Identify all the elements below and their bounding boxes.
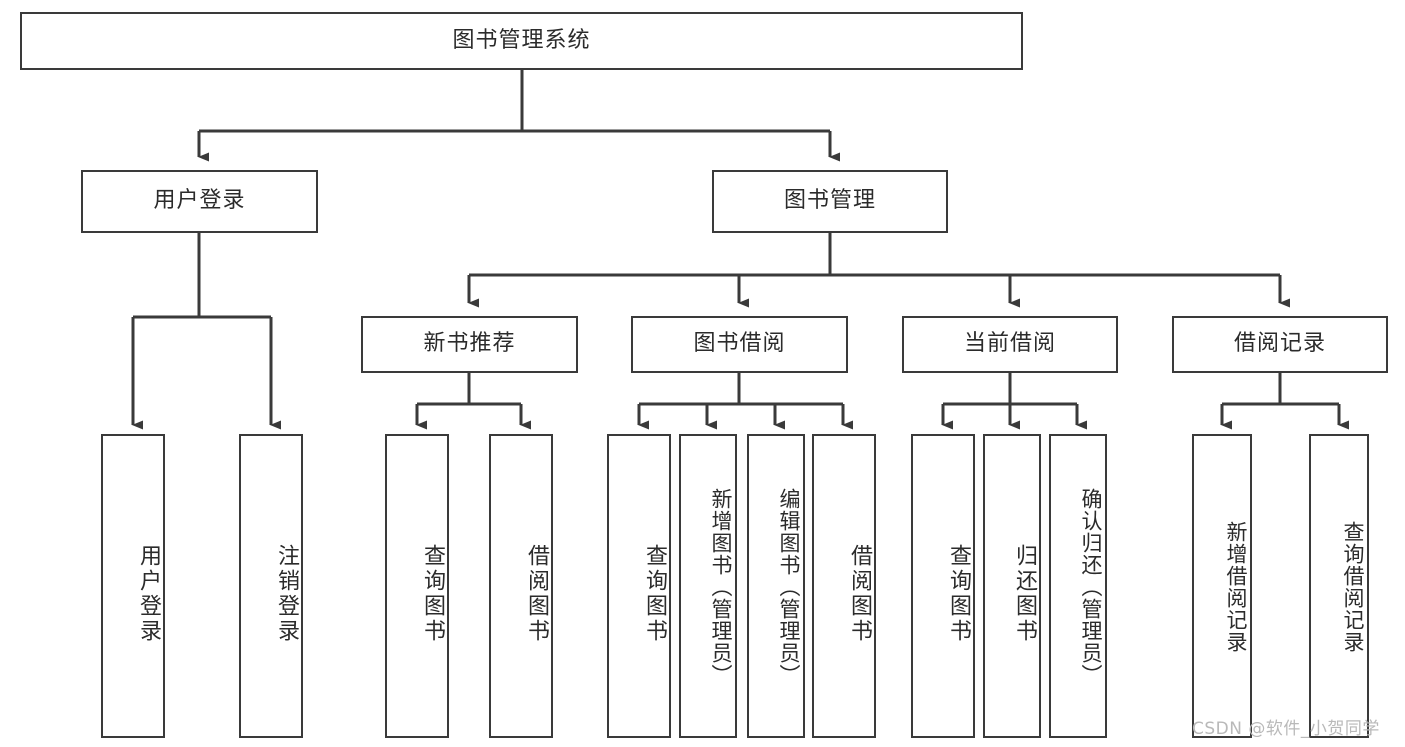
node-leaf-borrow-book-2-label: 借阅图书	[847, 544, 872, 644]
node-leaf-query-record[interactable]: 查询借阅记录	[1309, 434, 1369, 738]
node-book-borrow[interactable]: 图书借阅	[631, 316, 848, 373]
node-book-manage[interactable]: 图书管理	[712, 170, 948, 233]
node-root[interactable]: 图书管理系统	[20, 12, 1023, 70]
node-leaf-add-book[interactable]: 新增图书（管理员）	[679, 434, 737, 738]
node-book-borrow-label: 图书借阅	[693, 331, 786, 357]
node-leaf-add-record[interactable]: 新增借阅记录	[1192, 434, 1252, 738]
node-leaf-user-login[interactable]: 用户登录	[101, 434, 165, 738]
node-leaf-borrow-book-2[interactable]: 借阅图书	[812, 434, 876, 738]
node-leaf-query-book-2-label: 查询图书	[642, 544, 667, 644]
node-leaf-return-book[interactable]: 归还图书	[983, 434, 1041, 738]
node-leaf-query-book-1-label: 查询图书	[420, 544, 445, 644]
node-leaf-query-book-2[interactable]: 查询图书	[607, 434, 671, 738]
node-borrow-record-label: 借阅记录	[1233, 331, 1326, 357]
node-leaf-query-book-3-label: 查询图书	[946, 544, 971, 644]
csdn-watermark: CSDN @软件_小贺同学	[1192, 719, 1380, 739]
node-leaf-return-book-label: 归还图书	[1012, 544, 1037, 644]
node-leaf-logout[interactable]: 注销登录	[239, 434, 303, 738]
node-leaf-add-record-label: 新增借阅记录	[1224, 521, 1248, 653]
node-leaf-logout-label: 注销登录	[274, 544, 299, 644]
node-leaf-query-book-3[interactable]: 查询图书	[911, 434, 975, 738]
node-leaf-borrow-book-1-label: 借阅图书	[524, 544, 549, 644]
node-book-manage-label: 图书管理	[783, 188, 876, 214]
node-new-book-rec[interactable]: 新书推荐	[361, 316, 578, 373]
node-leaf-confirm-return[interactable]: 确认归还（管理员）	[1049, 434, 1107, 738]
node-leaf-query-book-1[interactable]: 查询图书	[385, 434, 449, 738]
node-new-book-rec-label: 新书推荐	[423, 331, 516, 357]
node-borrow-record[interactable]: 借阅记录	[1172, 316, 1388, 373]
node-leaf-query-record-label: 查询借阅记录	[1341, 521, 1365, 653]
node-user-login-label: 用户登录	[153, 188, 246, 214]
node-leaf-borrow-book-1[interactable]: 借阅图书	[489, 434, 553, 738]
node-leaf-edit-book-label: 编辑图书（管理员）	[777, 488, 801, 686]
node-current-borrow-label: 当前借阅	[963, 331, 1056, 357]
node-root-label: 图书管理系统	[452, 27, 591, 53]
node-current-borrow[interactable]: 当前借阅	[902, 316, 1118, 373]
node-user-login[interactable]: 用户登录	[81, 170, 318, 233]
node-leaf-edit-book[interactable]: 编辑图书（管理员）	[747, 434, 805, 738]
node-leaf-add-book-label: 新增图书（管理员）	[709, 488, 733, 686]
node-leaf-confirm-return-label: 确认归还（管理员）	[1079, 488, 1103, 686]
node-leaf-user-login-label: 用户登录	[136, 544, 161, 644]
